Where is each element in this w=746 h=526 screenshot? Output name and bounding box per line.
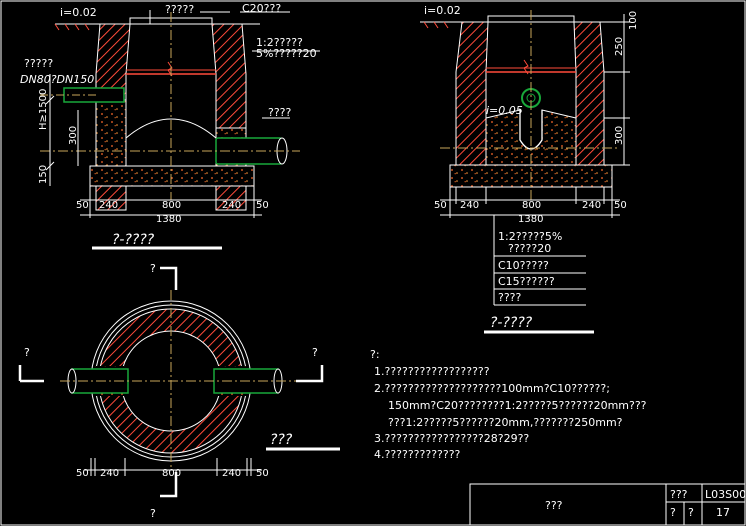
s1-dim: 50: [76, 200, 89, 211]
s2-dim-100: 100: [628, 11, 639, 30]
s2-dim-250: 250: [614, 37, 625, 56]
s1-cover-label: ?????: [165, 3, 194, 16]
s1-dim: 50: [256, 200, 269, 211]
s2-legend-3: C10?????: [498, 259, 549, 272]
section-1: [40, 10, 320, 250]
s1-slope: i=0.02: [60, 6, 97, 19]
s1-dim: 240: [222, 200, 241, 211]
s2-legend-1: 1:2?????5%: [498, 230, 562, 243]
s2-total: 1380: [518, 214, 543, 225]
plan-mark-right: ?: [312, 346, 318, 359]
plan-mark-top: ?: [150, 262, 156, 275]
notes-line: 2.????????????????????100mm?C10??????;: [374, 382, 610, 395]
notes-line: 150mm?C20????????1:2?????5??????20mm???: [388, 399, 647, 412]
s1-c20-label: C20???: [242, 2, 281, 15]
plan-dim: 240: [222, 468, 241, 479]
plan-mark-left: ?: [24, 346, 30, 359]
notes-line: 4.?????????????: [374, 448, 461, 461]
notes-line: 1.??????????????????: [374, 365, 490, 378]
base-slab: [89, 165, 255, 187]
title-block: [469, 483, 746, 526]
s2-slope-inner: i=0.05: [486, 104, 523, 117]
s2-dim: 240: [460, 200, 479, 211]
plan-dim: 50: [76, 468, 89, 479]
s2-slope: i=0.02: [424, 4, 461, 17]
plan-dim: 800: [162, 468, 181, 479]
s1-dim: 240: [99, 200, 118, 211]
tb-code: L03S00: [705, 488, 746, 501]
tb-num: 17: [716, 506, 730, 519]
s2-legend-5: ????: [498, 291, 522, 304]
plan-dim: 50: [256, 468, 269, 479]
s1-dim-150: 150: [38, 165, 49, 184]
tb-name: ???: [545, 499, 563, 512]
s1-right-label: ????: [268, 106, 292, 119]
plan-wall-ring: [98, 308, 244, 454]
section-2: [420, 10, 630, 334]
notes-line: ???1:2?????5??????20mm,???????250mm?: [388, 416, 623, 429]
s2-dim: 50: [434, 200, 447, 211]
tb-label-1: ???: [670, 488, 688, 501]
notes-line: 3.?????????????????28?29??: [374, 432, 529, 445]
s2-legend-2: ?????20: [508, 242, 551, 255]
s1-h-label: H≥1500: [38, 89, 49, 130]
s2-dim: 50: [614, 200, 627, 211]
plan-title: ???: [270, 432, 293, 448]
s2-dim-300: 300: [614, 126, 625, 145]
s1-title: ?-????: [112, 232, 155, 248]
s1-total: 1380: [156, 214, 181, 225]
s1-dim: 800: [162, 200, 181, 211]
s2-title: ?-????: [490, 315, 533, 331]
s1-left-label: ?????: [24, 57, 53, 70]
plan-mark-bottom: ?: [150, 507, 156, 520]
plan-view: [18, 266, 340, 498]
tb-label-2: ?: [670, 506, 676, 519]
s1-mortar-note-2: 5%?????20: [256, 47, 317, 60]
s2-dim: 800: [522, 200, 541, 211]
s1-dim-300: 300: [68, 126, 79, 145]
s2-dim: 240: [582, 200, 601, 211]
s1-mortar-note-1: 1:2?????: [256, 36, 303, 49]
plan-dim: 240: [100, 468, 119, 479]
s2-legend-4: C15??????: [498, 275, 555, 288]
notes-heading: ?:: [370, 348, 380, 361]
tb-label-3: ?: [688, 506, 694, 519]
s1-pipe-label: DN80?DN150: [20, 73, 94, 86]
